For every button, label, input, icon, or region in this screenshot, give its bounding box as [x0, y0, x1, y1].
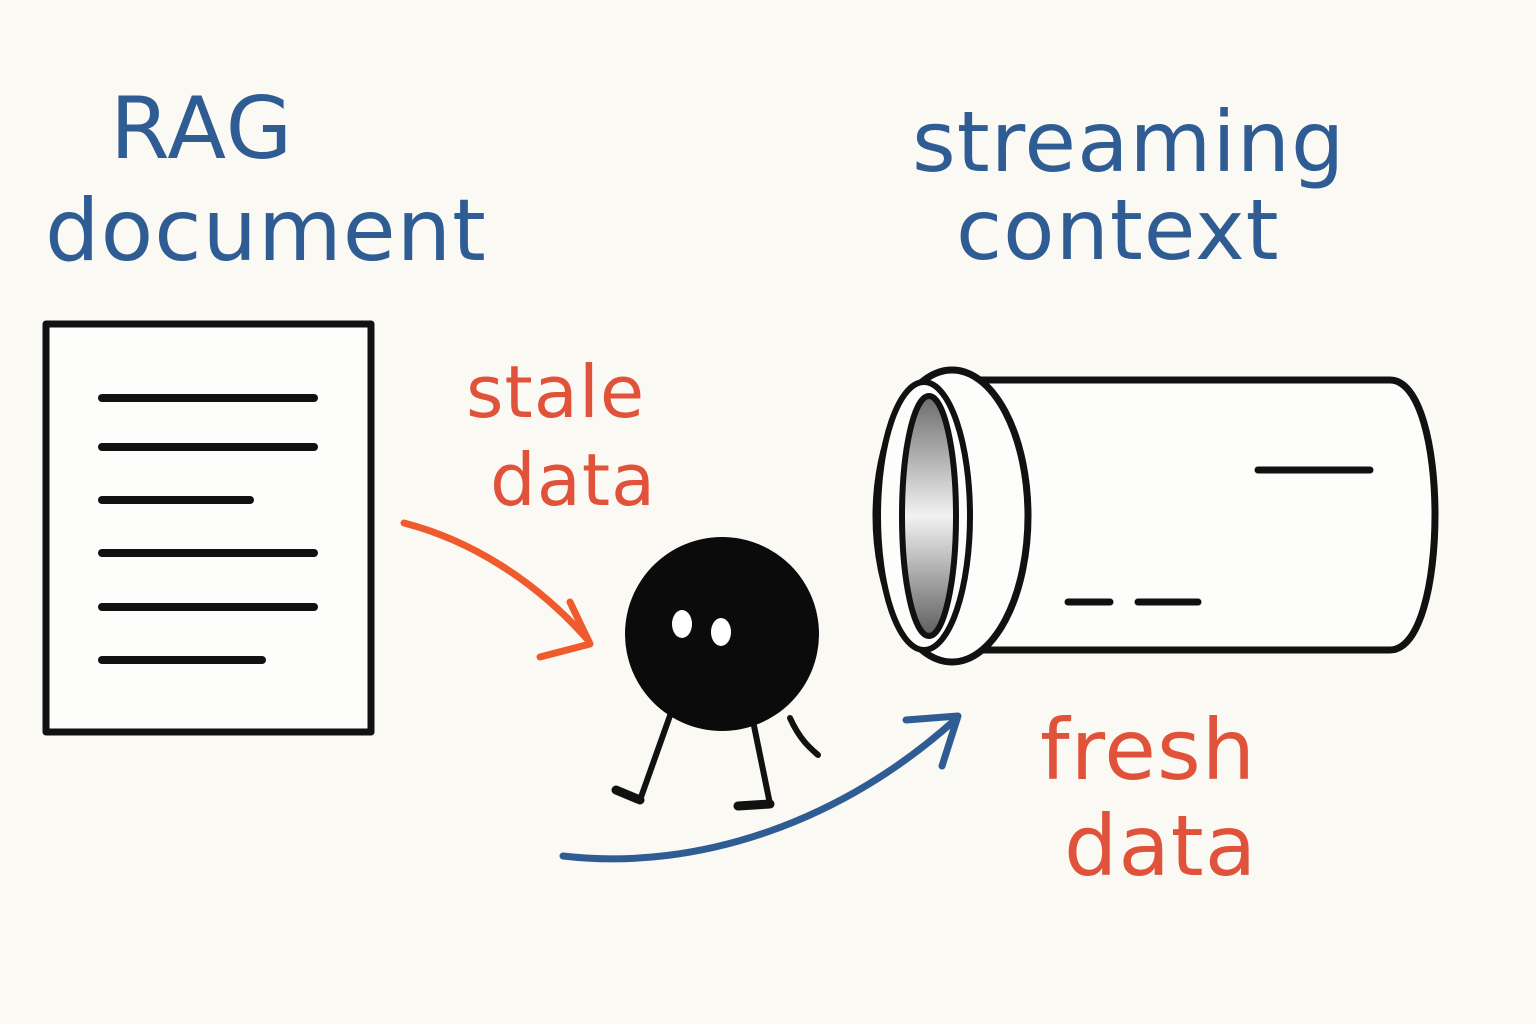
fresh-data-label-line1: fresh [1040, 701, 1256, 799]
streaming-context-title-line2: context [956, 181, 1280, 279]
character-left-foot [611, 785, 645, 805]
character-left-leg [637, 707, 675, 803]
rag-document-title-line1: RAG [110, 79, 294, 179]
pipe-icon [872, 366, 1439, 666]
document-icon [42, 320, 375, 736]
pipe-opening [899, 393, 959, 639]
stale-data-label-line2: data [490, 438, 657, 522]
character-right-arm [787, 715, 821, 758]
fresh-data-arrow [559, 712, 962, 863]
character-right-foot [733, 799, 775, 811]
stale-data-arrow [400, 519, 594, 661]
fresh-data-label-line2: data [1064, 797, 1258, 895]
streaming-context-title-line1: streaming [912, 93, 1346, 191]
character-left-eye [672, 610, 692, 638]
stale-data-label-line1: stale [466, 350, 646, 434]
rag-document-title-line2: document [45, 181, 487, 281]
pipe-body [950, 376, 1439, 654]
character-right-leg [749, 713, 773, 807]
character-right-eye [711, 618, 731, 646]
blob-character-icon [611, 537, 821, 811]
